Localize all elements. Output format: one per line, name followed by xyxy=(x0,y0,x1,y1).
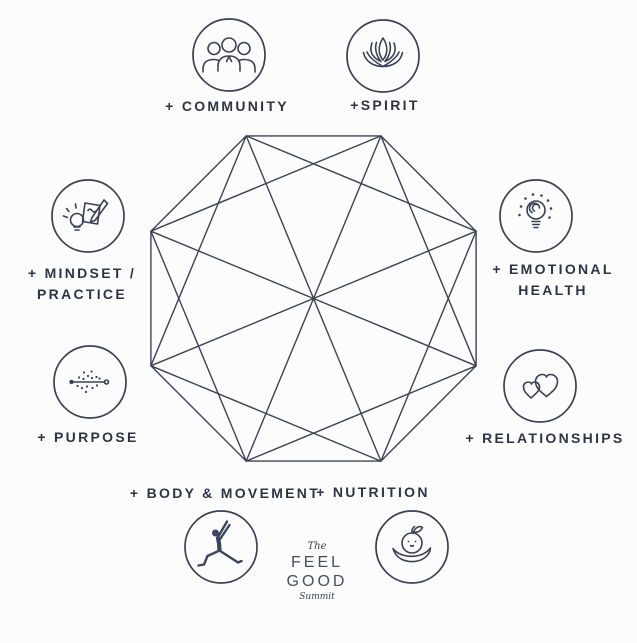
logo-summit: Summit xyxy=(299,592,335,602)
logo-good: GOOD xyxy=(286,573,348,590)
purpose-label: + PURPOSE xyxy=(37,429,139,445)
fruit-icon xyxy=(372,507,452,587)
relationships-label: + RELATIONSHIPS xyxy=(465,430,625,446)
yoga-pose-icon xyxy=(181,507,261,587)
people-group-icon xyxy=(189,15,269,95)
dotted-path-arrow-icon xyxy=(50,342,130,422)
diameter-line xyxy=(150,230,477,367)
community-label: + COMMUNITY xyxy=(165,98,289,114)
idea-journal-icon xyxy=(48,176,128,256)
spirit-label: +SPIRIT xyxy=(350,97,420,113)
lotus-icon xyxy=(343,16,423,96)
feel-good-summit-logo: The FEEL GOOD Summit xyxy=(287,542,348,602)
nutrition-label: + NUTRITION xyxy=(316,484,430,500)
mindset-label-line1: + MINDSET / xyxy=(27,265,137,281)
logo-feel: FEEL xyxy=(290,554,344,571)
mindset-label-line2: PRACTICE xyxy=(37,286,127,302)
mindset-practice-label: + MINDSET / PRACTICE xyxy=(28,263,136,305)
emotional-health-label: + EMOTIONAL HEALTH xyxy=(492,259,613,301)
emotional-label-line2: HEALTH xyxy=(518,282,588,298)
lightbulb-mind-icon xyxy=(496,176,576,256)
body-movement-label: + BODY & MOVEMENT xyxy=(129,485,321,501)
double-hearts-icon xyxy=(500,346,580,426)
logo-the: The xyxy=(307,541,327,552)
emotional-label-line1: + EMOTIONAL xyxy=(492,261,614,277)
